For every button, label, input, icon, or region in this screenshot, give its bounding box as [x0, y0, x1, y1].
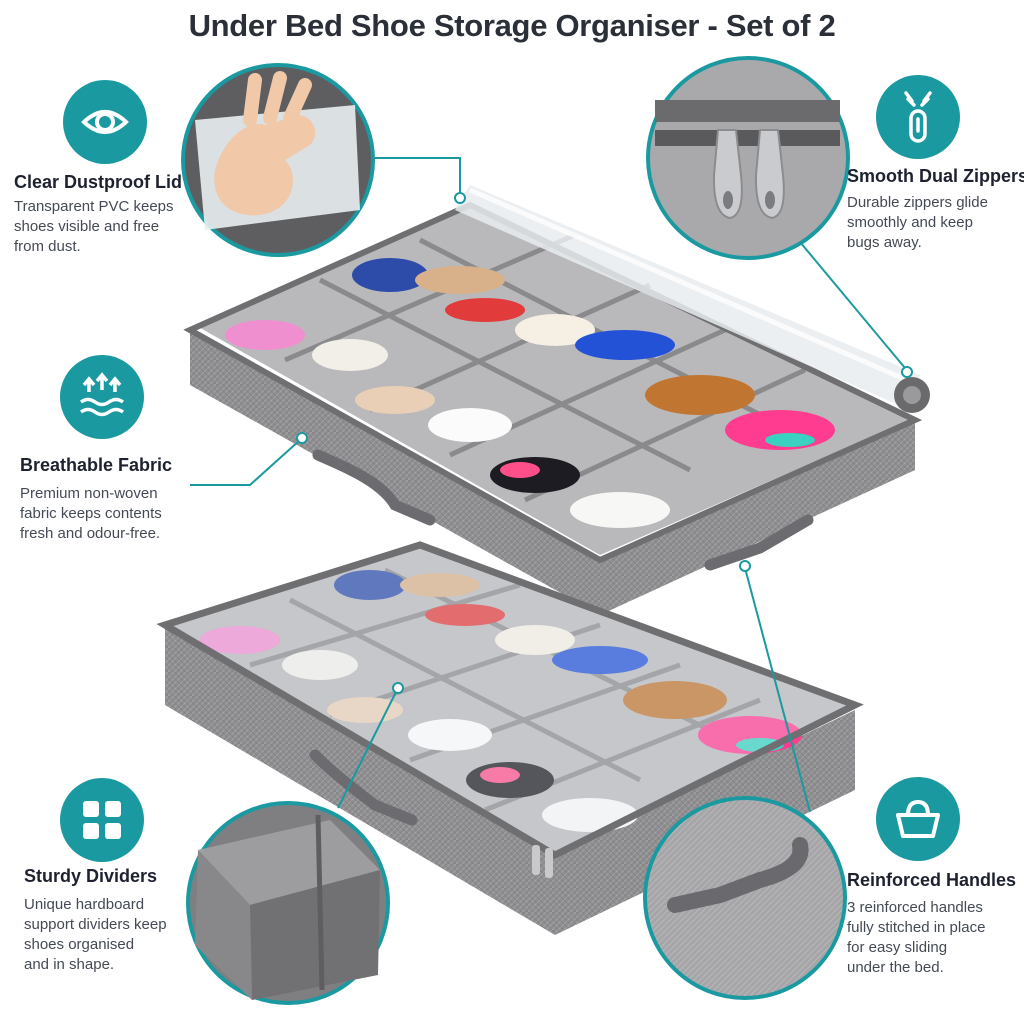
shoes-top	[225, 258, 835, 528]
callout-lines	[190, 157, 913, 813]
feature-title-clear-lid: Clear Dustproof Lid	[14, 172, 183, 192]
page-title: Under Bed Shoe Storage Organiser - Set o…	[188, 8, 836, 43]
feature-desc-handles: 3 reinforced handles fully stitched in p…	[847, 899, 986, 976]
callout-clear-lid-zoom	[181, 63, 375, 257]
feature-desc-zippers: Durable zippers glide smoothly and keep …	[847, 194, 988, 251]
feature-title-handles: Reinforced Handles	[847, 870, 1017, 890]
top-organiser	[183, 185, 930, 615]
airflow-icon	[60, 355, 144, 439]
callout-handle-zoom	[643, 796, 847, 1000]
feature-title-dividers: Sturdy Dividers	[24, 866, 158, 886]
grid-icon	[60, 778, 144, 862]
feature-desc-dividers: Unique hardboard support dividers keep s…	[24, 896, 167, 973]
feature-desc-clear-lid: Transparent PVC keeps shoes visible and …	[14, 198, 174, 255]
eye-icon	[63, 80, 147, 164]
callout-zipper-zoom	[646, 56, 850, 260]
zipper-icon	[876, 75, 960, 159]
bottom-organiser	[156, 541, 864, 935]
callout-dividers-zoom	[186, 801, 390, 1005]
feature-desc-breathable: Premium non-woven fabric keeps contents …	[20, 485, 162, 542]
basket-handle-icon	[876, 777, 960, 861]
feature-title-zippers: Smooth Dual Zippers	[847, 166, 1024, 186]
feature-title-breathable: Breathable Fabric	[20, 455, 173, 475]
